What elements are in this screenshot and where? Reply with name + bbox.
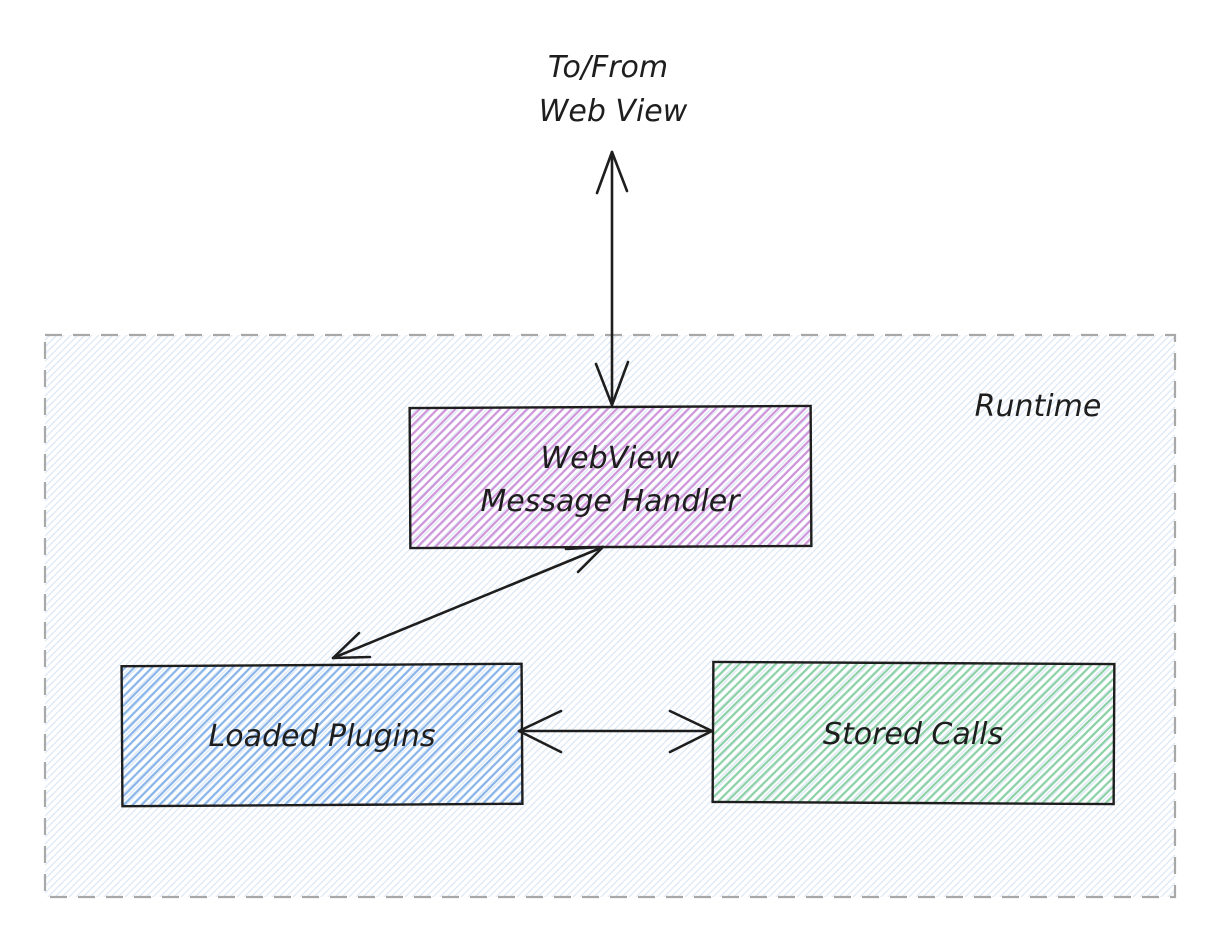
node-stored-calls-label: Stored Calls	[823, 717, 1003, 752]
webview-external-label: To/From Web View	[539, 50, 688, 129]
arrow-handler-to-plugins-shaft	[331, 545, 605, 660]
node-stored-calls-rect	[711, 660, 1116, 806]
node-loaded-plugins: Loaded Plugins	[120, 662, 524, 808]
node-loaded-plugins-label: Loaded Plugins	[209, 719, 436, 754]
arrow-webview-to-handler	[594, 150, 630, 407]
node-webview-message-handler-label-line2: Message Handler	[480, 484, 741, 519]
node-webview-message-handler-label-line1: WebView	[540, 441, 679, 476]
arrow-plugins-to-storedcalls-head-left	[517, 709, 563, 754]
arrow-handler-to-plugins-head-lower	[331, 631, 372, 660]
arrow-handler-to-plugins-head-upper	[564, 545, 605, 574]
node-stored-calls: Stored Calls	[711, 660, 1116, 806]
arrow-webview-to-handler-head-top	[595, 150, 629, 195]
node-webview-message-handler-rect	[408, 404, 813, 550]
arrow-webview-to-handler-head-bottom	[594, 360, 630, 407]
arrow-handler-to-plugins	[331, 545, 605, 660]
node-webview-message-handler: WebView Message Handler	[408, 404, 813, 550]
external-label-line2: Web View	[539, 94, 688, 129]
runtime-container-label: Runtime	[975, 389, 1102, 424]
external-label-line1: To/From	[548, 50, 668, 85]
